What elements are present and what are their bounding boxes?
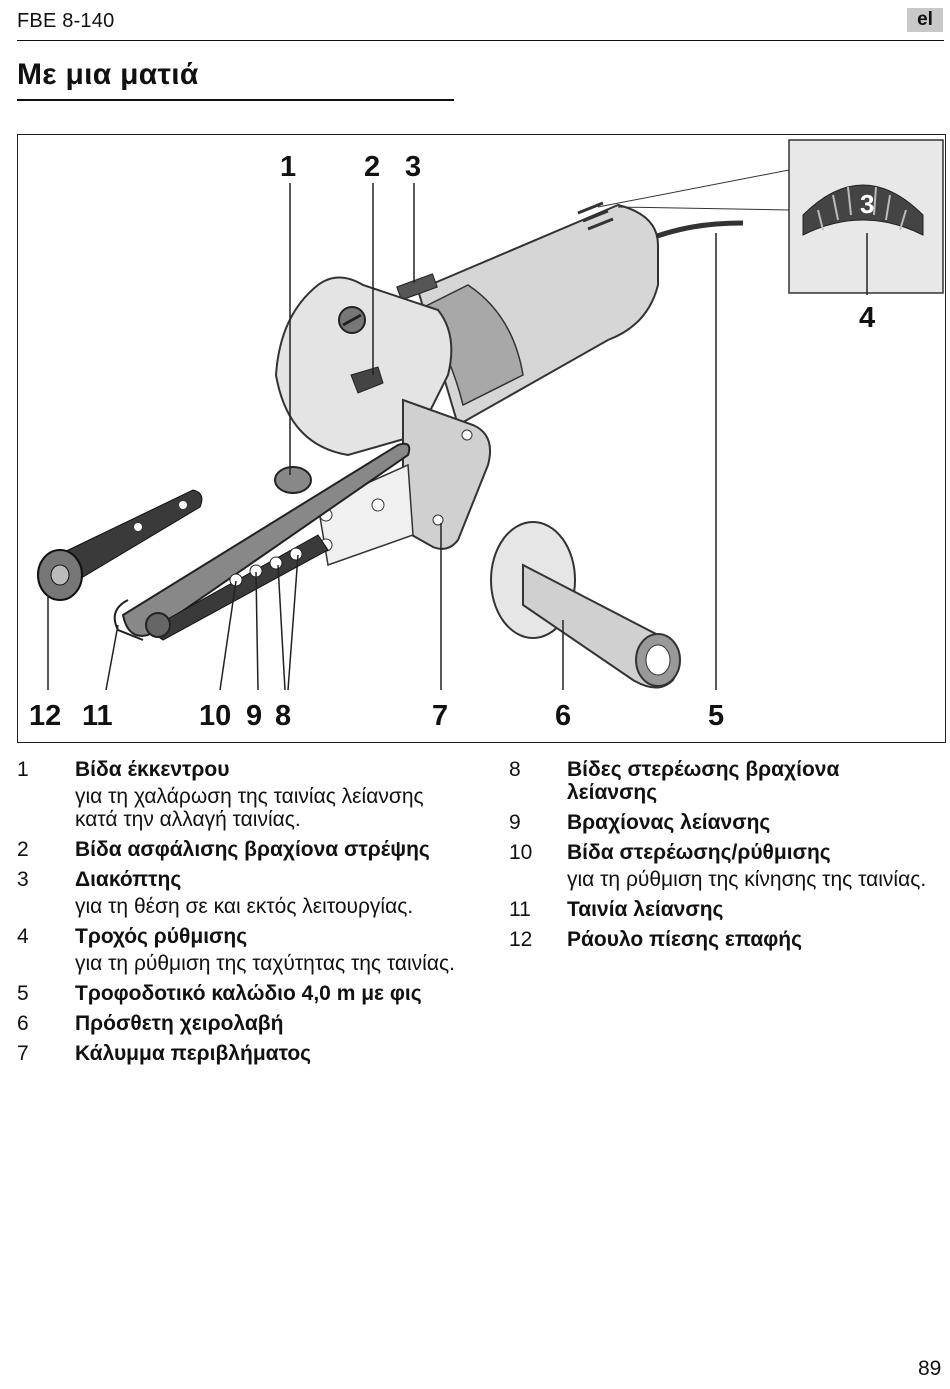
legend-number: 12 xyxy=(509,928,533,951)
callout-12: 12 xyxy=(29,700,62,732)
callout-6: 6 xyxy=(555,700,572,732)
legend-number: 11 xyxy=(509,898,531,921)
page-title: Με μια ματιά xyxy=(17,58,199,91)
legend-description: για τη ρύθμιση της κίνησης της ταινίας. xyxy=(567,868,927,891)
callout-2: 2 xyxy=(364,151,381,183)
legend-description: για τη χαλάρωση της ταινίας λείανσης κατ… xyxy=(75,785,424,831)
legend-title: Βίδες στερέωσης βραχίονα λείανσης xyxy=(567,758,840,804)
legend-item: 8 Βίδες στερέωσης βραχίονα λείανσης xyxy=(509,758,929,804)
legend-item: 12 Ράουλο πίεσης επαφής xyxy=(509,928,929,951)
legend-item: 2 Βίδα ασφάλισης βραχίονα στρέψης xyxy=(17,838,467,861)
legend-right-column: 8 Βίδες στερέωσης βραχίονα λείανσης 9 Βρ… xyxy=(509,758,929,958)
legend-left-column: 1 Βίδα έκκεντρου για τη χαλάρωση της ται… xyxy=(17,758,467,1072)
title-underline xyxy=(17,99,454,101)
legend-item: 1 Βίδα έκκεντρου για τη χαλάρωση της ται… xyxy=(17,758,467,831)
callout-4: 4 xyxy=(859,302,876,334)
legend-number: 1 xyxy=(17,758,29,781)
legend-number: 7 xyxy=(17,1042,29,1065)
legend-title: Τροφοδοτικό καλώδιο 4,0 m με φις xyxy=(75,982,422,1005)
legend-title: Διακόπτης xyxy=(75,868,182,891)
belt-grinder-drawing xyxy=(37,139,944,691)
legend-description: για τη ρύθμιση της ταχύτητας της ταινίας… xyxy=(75,952,455,975)
legend-item: 6 Πρόσθετη χειρολαβή xyxy=(17,1012,467,1035)
legend-title: Τροχός ρύθμισης xyxy=(75,925,248,948)
callout-7: 7 xyxy=(432,700,449,732)
legend-title: Πρόσθετη χειρολαβή xyxy=(75,1012,284,1035)
legend-item: 4 Τροχός ρύθμισης για τη ρύθμιση της ταχ… xyxy=(17,925,467,975)
inset-wheel-number: 3 xyxy=(860,189,875,219)
callout-8: 8 xyxy=(275,700,292,732)
callout-10: 10 xyxy=(199,700,232,732)
header-model: FBE 8-140 xyxy=(17,10,115,32)
language-badge: el xyxy=(907,8,943,32)
callout-9: 9 xyxy=(246,700,263,732)
legend-item: 3 Διακόπτης για τη θέση σε και εκτός λει… xyxy=(17,868,467,918)
legend-number: 8 xyxy=(509,758,521,781)
callout-1: 1 xyxy=(280,151,297,183)
tool-illustration: 1 2 3 3 4 12 11 10 9 8 7 6 5 xyxy=(17,134,946,743)
callout-5: 5 xyxy=(708,700,725,732)
legend-title: Ταινία λείανσης xyxy=(567,898,724,921)
legend-title: Ράουλο πίεσης επαφής xyxy=(567,928,803,951)
callout-3: 3 xyxy=(405,151,422,183)
page-number: 89 xyxy=(918,1357,942,1380)
legend-title: Κάλυμμα περιβλήματος xyxy=(75,1042,312,1065)
legend-description: για τη θέση σε και εκτός λειτουργίας. xyxy=(75,895,414,918)
legend-number: 3 xyxy=(17,868,29,891)
legend-title: Βίδα έκκεντρου xyxy=(75,758,230,781)
legend-item: 11 Ταινία λείανσης xyxy=(509,898,929,921)
legend-number: 9 xyxy=(509,811,521,834)
legend-item: 9 Βραχίονας λείανσης xyxy=(509,811,929,834)
legend-number: 6 xyxy=(17,1012,29,1035)
legend-number: 5 xyxy=(17,982,29,1005)
legend-title: Βίδα ασφάλισης βραχίονα στρέψης xyxy=(75,838,430,861)
legend-title: Βίδα στερέωσης/ρύθμισης xyxy=(567,841,831,864)
callout-11: 11 xyxy=(82,700,113,732)
legend-item: 10 Βίδα στερέωσης/ρύθμισης για τη ρύθμισ… xyxy=(509,841,929,891)
legend-number: 2 xyxy=(17,838,29,861)
legend-number: 10 xyxy=(509,841,533,864)
legend-title: Βραχίονας λείανσης xyxy=(567,811,771,834)
header-divider xyxy=(17,40,944,41)
legend-item: 7 Κάλυμμα περιβλήματος xyxy=(17,1042,467,1065)
legend-item: 5 Τροφοδοτικό καλώδιο 4,0 m με φις xyxy=(17,982,467,1005)
legend-number: 4 xyxy=(17,925,29,948)
